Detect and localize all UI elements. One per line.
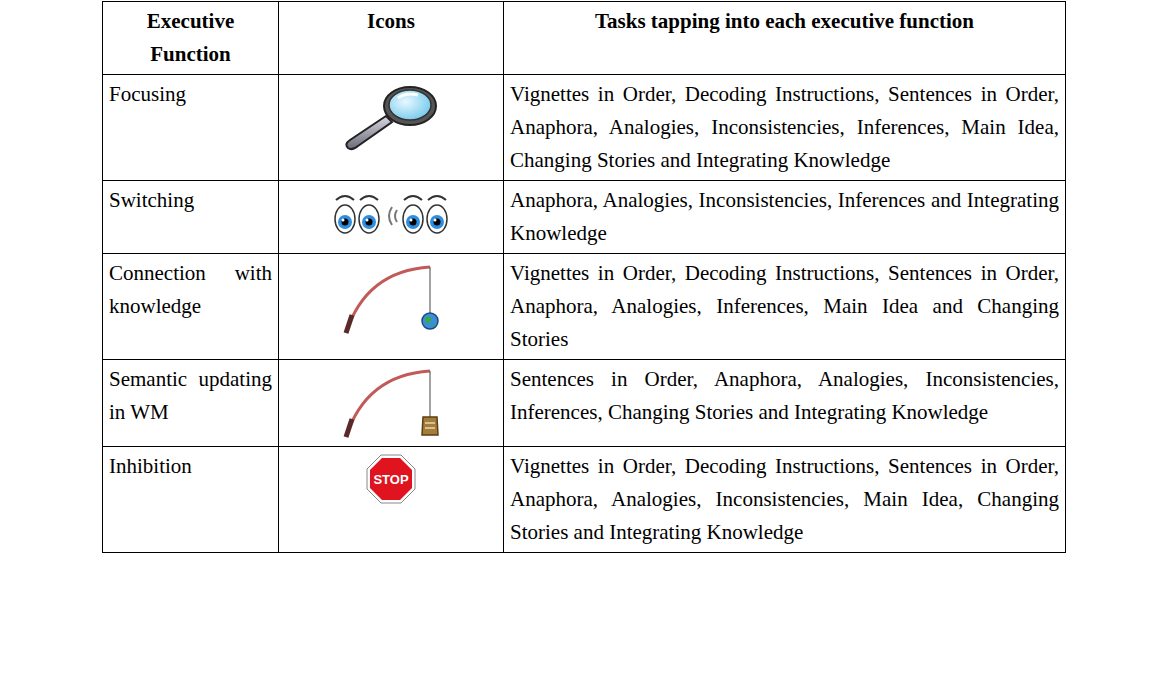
table-cell	[279, 75, 504, 181]
table-cell: STOP	[279, 447, 504, 553]
table-cell: Focusing	[103, 75, 279, 181]
function-name: Switching	[109, 184, 272, 217]
table-cell: Sentences in Order, Anaphora, Analogies,…	[504, 360, 1066, 447]
table-cell	[279, 254, 504, 360]
function-table: Executive Function Icons Tasks tapping int…	[102, 1, 1066, 553]
task-list: Sentences in Order, Anaphora, Analogies,…	[510, 363, 1059, 429]
task-list: Anaphora, Analogies, Inconsistencies, In…	[510, 184, 1059, 250]
function-name: Semantic updating in WM	[109, 363, 272, 429]
header-cell: Tasks tapping into each executive functi…	[510, 5, 1059, 38]
function-name: Inhibition	[109, 450, 272, 483]
table-cell: Icons	[279, 2, 504, 75]
table-cell	[279, 360, 504, 447]
stop-text: STOP	[373, 472, 408, 487]
task-list: Vignettes in Order, Decoding Instruction…	[510, 257, 1059, 356]
table-cell: Anaphora, Analogies, Inconsistencies, In…	[504, 181, 1066, 254]
table-cell: Switching	[103, 181, 279, 254]
header-cell: Executive Function	[109, 5, 272, 71]
magnifier-icon	[336, 82, 446, 152]
function-name: Focusing	[109, 78, 272, 111]
rod-globe-icon	[326, 263, 456, 339]
table-cell: Inhibition	[103, 447, 279, 553]
task-list: Vignettes in Order, Decoding Instruction…	[510, 78, 1059, 177]
stop-sign-icon: STOP	[366, 454, 416, 504]
rod-bag-icon	[326, 367, 456, 443]
table-cell: Executive Function	[103, 2, 279, 75]
header-cell: Icons	[285, 5, 497, 38]
table-cell: Tasks tapping into each executive functi…	[504, 2, 1066, 75]
task-list: Vignettes in Order, Decoding Instruction…	[510, 450, 1059, 549]
table-cell: Semantic updating in WM	[103, 360, 279, 447]
table-cell: Vignettes in Order, Decoding Instruction…	[504, 75, 1066, 181]
table-cell: Connection with knowledge	[103, 254, 279, 360]
table-cell: Vignettes in Order, Decoding Instruction…	[504, 254, 1066, 360]
eyes-icon	[326, 192, 456, 238]
table-cell	[279, 181, 504, 254]
table-cell: Vignettes in Order, Decoding Instruction…	[504, 447, 1066, 553]
function-name: Connection with knowledge	[109, 257, 272, 323]
